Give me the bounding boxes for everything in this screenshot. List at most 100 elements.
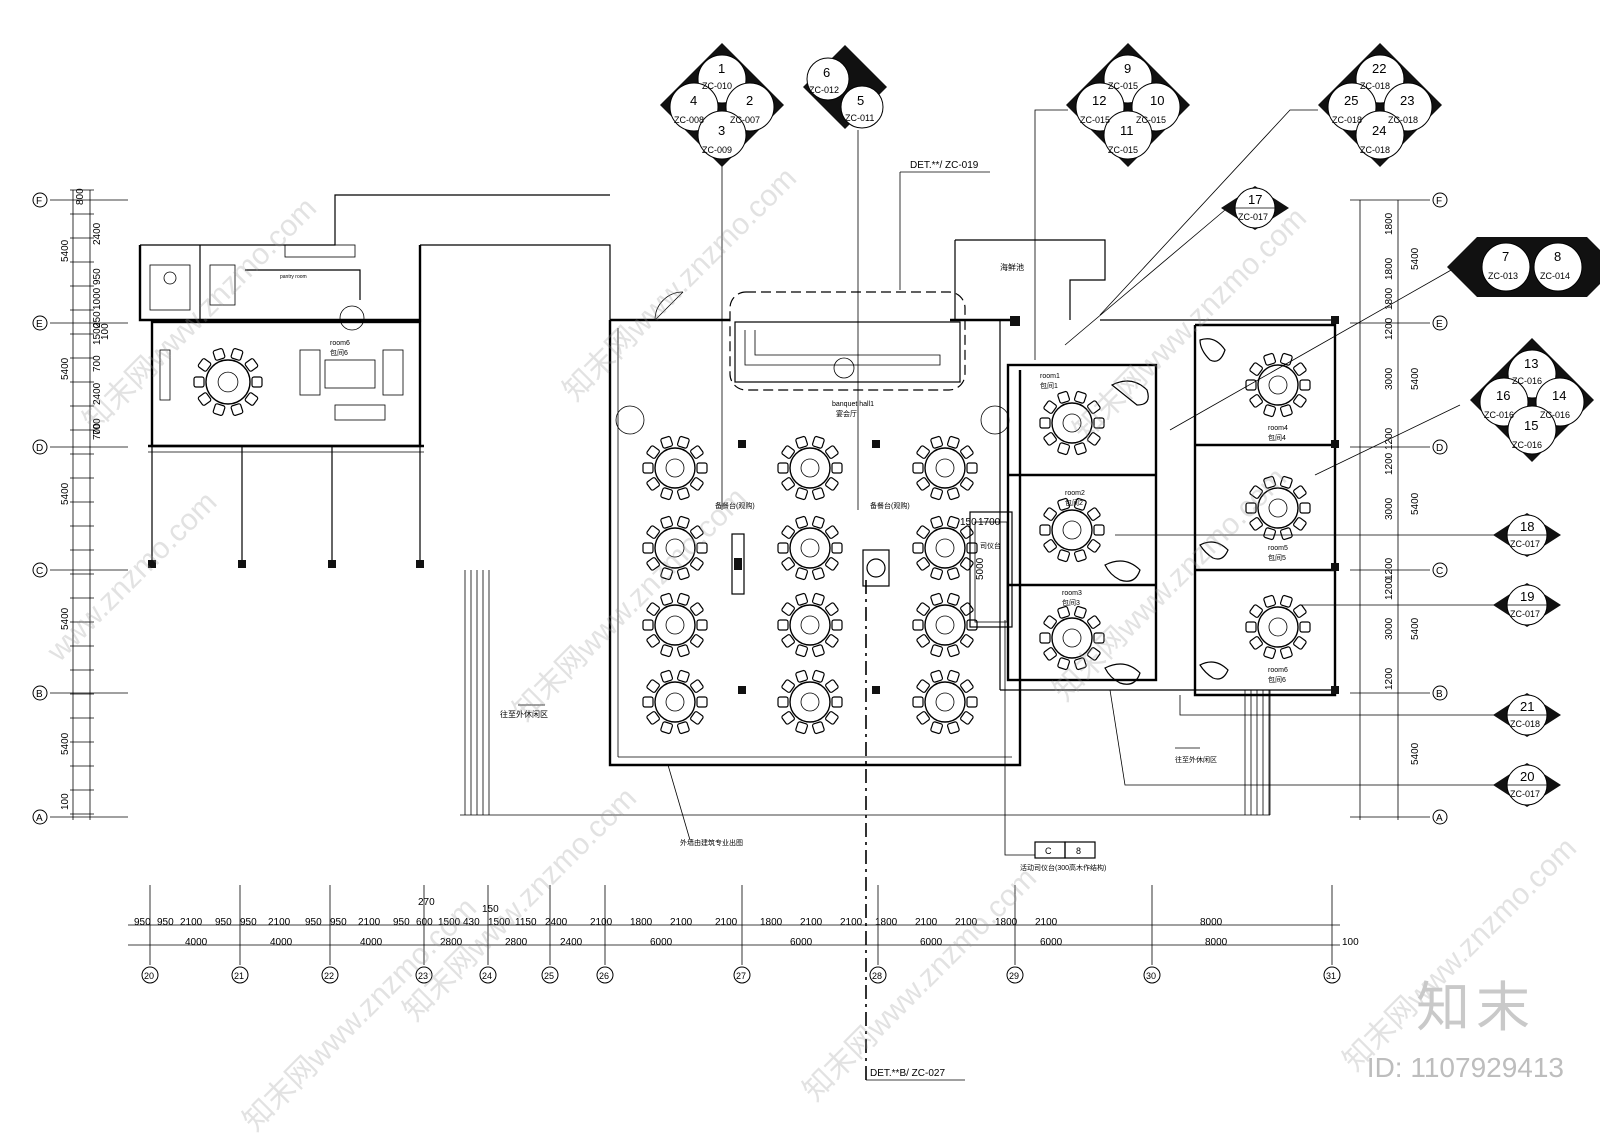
bottom-dim-value: 4000 bbox=[185, 937, 208, 948]
round-table bbox=[777, 592, 843, 658]
column-bubble bbox=[733, 966, 751, 984]
round-table bbox=[642, 435, 708, 501]
bottom-dim-value: 1500 bbox=[438, 917, 461, 928]
chair bbox=[1057, 657, 1071, 671]
row-bubble-label: C bbox=[1436, 566, 1443, 577]
chair bbox=[781, 557, 795, 571]
chair bbox=[930, 592, 944, 606]
column-bubble bbox=[596, 966, 614, 984]
table-top bbox=[654, 604, 696, 646]
room5-label-cn: 包间5 bbox=[1268, 553, 1286, 562]
chair bbox=[1245, 502, 1257, 514]
room1-label-cn: 包间1 bbox=[1040, 381, 1058, 390]
chair bbox=[1293, 604, 1307, 618]
chair bbox=[1057, 605, 1071, 619]
callout-11-number: 11 bbox=[1120, 123, 1134, 138]
bottom-dim-value: 2100 bbox=[955, 917, 978, 928]
round-table bbox=[777, 515, 843, 581]
table-top bbox=[654, 527, 696, 569]
chair bbox=[1263, 404, 1277, 418]
chair bbox=[825, 445, 839, 459]
callout-2-number: 2 bbox=[746, 93, 753, 108]
row-bubble-label: B bbox=[1436, 689, 1443, 700]
left-dim-value: 2400 bbox=[92, 382, 103, 405]
table-top bbox=[1051, 509, 1093, 551]
chair bbox=[781, 634, 795, 648]
bottom-dim-value: 2400 bbox=[560, 937, 583, 948]
chair bbox=[960, 525, 974, 539]
row-bubble-label: E bbox=[36, 319, 43, 330]
grid-lines bbox=[50, 199, 1430, 818]
chair bbox=[825, 634, 839, 648]
column-bubble bbox=[869, 966, 887, 984]
section-markers: DET.**B/ ZC-027 DET.**/ ZC-019 C 8 活动司仪台… bbox=[721, 109, 1505, 1081]
callout-4way-13: 13 ZC-016 16 ZC-016 14 ZC-016 15 ZC-016 bbox=[1470, 338, 1594, 462]
left-dim-value: 700 bbox=[92, 423, 103, 440]
chair bbox=[660, 644, 674, 658]
callout-number: 19 bbox=[1520, 589, 1534, 604]
chair bbox=[831, 462, 843, 474]
callout-7-ref: ZC-013 bbox=[1488, 271, 1518, 281]
lazy-susan bbox=[665, 458, 685, 478]
callout-ref: ZC-018 bbox=[1510, 719, 1540, 729]
chair bbox=[811, 721, 825, 735]
chair bbox=[696, 619, 708, 631]
table-top bbox=[924, 604, 966, 646]
chair bbox=[1043, 615, 1057, 629]
chair bbox=[916, 679, 930, 693]
chair bbox=[777, 696, 789, 708]
callout-7-number: 7 bbox=[1502, 249, 1509, 264]
right-dim-value: 5400 bbox=[1410, 247, 1421, 270]
chair bbox=[1293, 636, 1307, 650]
chair bbox=[811, 515, 825, 529]
table-top bbox=[789, 681, 831, 723]
column-bubble-label: 29 bbox=[1009, 971, 1019, 981]
chair bbox=[1043, 647, 1057, 661]
right-dim-value: 1200 bbox=[1384, 317, 1395, 340]
chair bbox=[690, 445, 704, 459]
chair bbox=[946, 592, 960, 606]
chair bbox=[212, 403, 226, 416]
stage-label: 司仪台 bbox=[980, 541, 1001, 550]
row-bubble-label: B bbox=[36, 689, 43, 700]
chair bbox=[690, 711, 704, 725]
facade-note: 外墙由建筑专业出图 bbox=[680, 838, 743, 847]
room6-left-label-en: room6 bbox=[330, 340, 350, 347]
callout-number: 18 bbox=[1520, 519, 1534, 534]
bottom-dim-value: 950 bbox=[157, 917, 174, 928]
left-wing-private-room: pantry room room6 包间6 bbox=[138, 194, 611, 568]
callout-16-number: 16 bbox=[1496, 388, 1510, 403]
chair bbox=[777, 542, 789, 554]
callout-16-ref: ZC-016 bbox=[1484, 410, 1514, 420]
callout-8-number: 8 bbox=[1554, 249, 1561, 264]
chair bbox=[1279, 646, 1293, 660]
chair bbox=[825, 602, 839, 616]
chair bbox=[1087, 647, 1101, 661]
column-bubble-label: 26 bbox=[599, 971, 609, 981]
chair bbox=[966, 619, 978, 631]
round-table bbox=[912, 435, 978, 501]
bottom-dim-value: 950 bbox=[305, 917, 322, 928]
column-bubble bbox=[1323, 966, 1341, 984]
lazy-susan bbox=[800, 615, 820, 635]
chair bbox=[916, 711, 930, 725]
table-top bbox=[205, 359, 251, 405]
chair bbox=[1039, 417, 1051, 429]
callout-9-ref: ZC-015 bbox=[1108, 81, 1138, 91]
round-table bbox=[642, 515, 708, 581]
prep-counter-left-label: 备餐台(观购) bbox=[715, 501, 755, 510]
bottom-dim-value: 1500 bbox=[488, 917, 511, 928]
chair bbox=[660, 669, 674, 683]
lazy-susan bbox=[935, 692, 955, 712]
chair bbox=[795, 644, 809, 658]
chair bbox=[795, 515, 809, 529]
chair bbox=[696, 696, 708, 708]
chair bbox=[781, 679, 795, 693]
row-bubble bbox=[1432, 315, 1448, 331]
column-bubble-label: 27 bbox=[736, 971, 746, 981]
chair bbox=[930, 644, 944, 658]
bottom-dim-value: 2100 bbox=[1035, 917, 1058, 928]
right-dim-value: 3000 bbox=[1384, 617, 1395, 640]
row-bubble-label: A bbox=[36, 813, 43, 824]
